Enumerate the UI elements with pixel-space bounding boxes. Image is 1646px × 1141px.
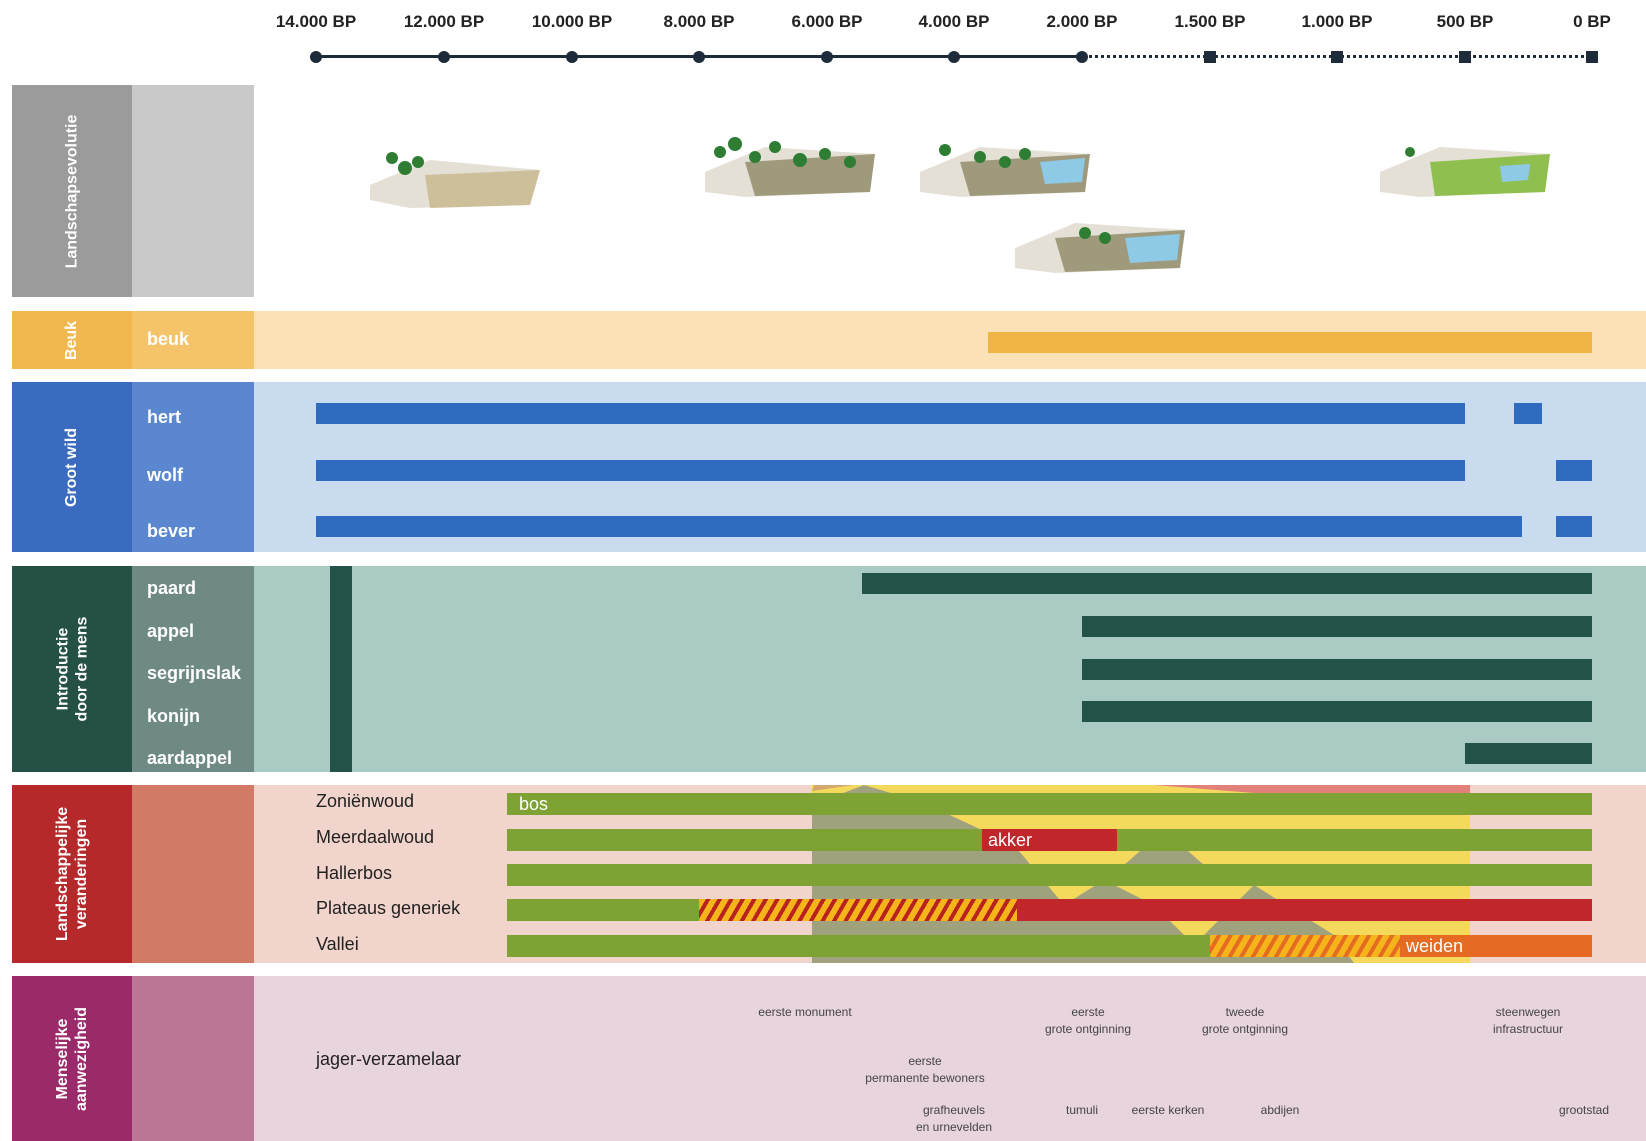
row-label-appel: appel [147,621,195,641]
row-label-konijn: konijn [147,706,200,726]
timeline-tick-label: 14.000 BP [275,12,357,31]
timeline-marker-square [1331,51,1343,63]
bar-vallei-green [507,935,1210,957]
timeline-tick-label: 6.000 BP [791,12,863,31]
bar-meerdaalwoud-akker: akker [982,829,1117,851]
bar-hallerbos [507,864,1592,886]
timeline-tick-label: 500 BP [1436,12,1494,31]
bar-zonienwoud: bos [507,793,1592,815]
row-label-beuk: beuk [147,329,190,349]
bar-bever-2 [1556,516,1592,537]
timeline-marker-dot [438,51,450,63]
bar-wolf-1 [316,460,1465,481]
row-label-paard: paard [147,578,197,598]
timeline-marker-dot [566,51,578,63]
landscape-illustration-4 [1015,223,1185,273]
note-tumuli: tumuli [1065,1103,1099,1117]
bar-vallei-hatch [1210,935,1400,957]
row-label-segrijnslak: segrijnslak [147,663,242,683]
section-sublabel-intro [132,566,254,772]
note-abdijen: abdijen [1260,1103,1300,1117]
landscape-illustration-5 [1380,147,1550,197]
timeline-tick-label: 1.500 BP [1174,12,1246,31]
timeline-marker-square [1459,51,1471,63]
timeline-tick-label: 0 BP [1573,12,1611,31]
section-band-mens [254,976,1646,1141]
timeline-marker-dot [693,51,705,63]
bar-bever-1 [316,516,1522,537]
note-grootstad: grootstad [1558,1103,1610,1117]
bar-aardappel [1465,743,1592,764]
row-label-aardappel: aardappel [147,748,233,768]
timeline-marker-dot [948,51,960,63]
bar-intro-vertical [330,566,352,772]
row-label-meerdaalwoud: Meerdaalwoud [316,827,435,847]
row-label-vallei: Vallei [316,934,359,954]
timeline-tick-label: 1.000 BP [1301,12,1373,31]
row-label-zonienwoud: Zoniënwoud [316,791,415,811]
note-eerste-kerken: eerste kerken [1131,1103,1205,1117]
row-label-bever: bever [147,521,196,541]
timeline-marker-dot [1076,51,1088,63]
bar-paard [862,573,1592,594]
bar-konijn [1082,701,1592,722]
section-label-beuk: Beuk [12,311,132,369]
row-label-wolf: wolf [147,465,183,485]
bar-wolf-2 [1556,460,1592,481]
label-jager-verzamelaar: jager-verzamelaar [316,1049,462,1069]
section-sublabel-beuk [132,311,254,369]
timeline-tick-label: 2.000 BP [1046,12,1118,31]
section-sublabel-wild [132,382,254,552]
section-label-landschapsevolutie: Landschapsevolutie [12,85,132,297]
bar-appel [1082,616,1592,637]
timeline-tick-label: 12.000 BP [403,12,485,31]
row-label-hert: hert [147,407,182,427]
landscape-illustration-2 [705,137,875,197]
timeline-tick-label: 10.000 BP [531,12,613,31]
label-bos: bos [519,794,549,814]
section-sublabel-mens [132,976,254,1141]
section-label-groot-wild: Groot wild [12,382,132,552]
bar-segrijnslak [1082,659,1592,680]
timeline-tick-label: 8.000 BP [663,12,735,31]
bar-plateaus-red [1017,899,1592,921]
landscape-illustration-1 [370,152,540,208]
bar-plateaus-hatch [699,899,1017,921]
timeline-marker-dot [310,51,322,63]
landscape-illustrations [370,137,1550,273]
bar-plateaus-green [507,899,699,921]
bar-hert-1 [316,403,1465,424]
section-sublabel-lands [132,785,254,963]
label-weiden: weiden [1406,936,1464,956]
note-eerste-monument: eerste monument [758,1005,852,1019]
timeline-marker-dot [821,51,833,63]
timeline-tick-label: 4.000 BP [918,12,990,31]
landscape-illustration-3 [920,144,1090,197]
timeline-marker-square [1586,51,1598,63]
row-label-hallerbos: Hallerbos [316,863,393,883]
bar-beuk [988,332,1592,353]
section-sublabel-landschap [132,85,254,297]
timeline-marker-square [1204,51,1216,63]
bar-hert-2 [1514,403,1542,424]
row-label-plateaus: Plateaus generiek [316,898,461,918]
bar-vallei-weiden: weiden [1400,935,1592,957]
label-akker: akker [988,830,1033,850]
